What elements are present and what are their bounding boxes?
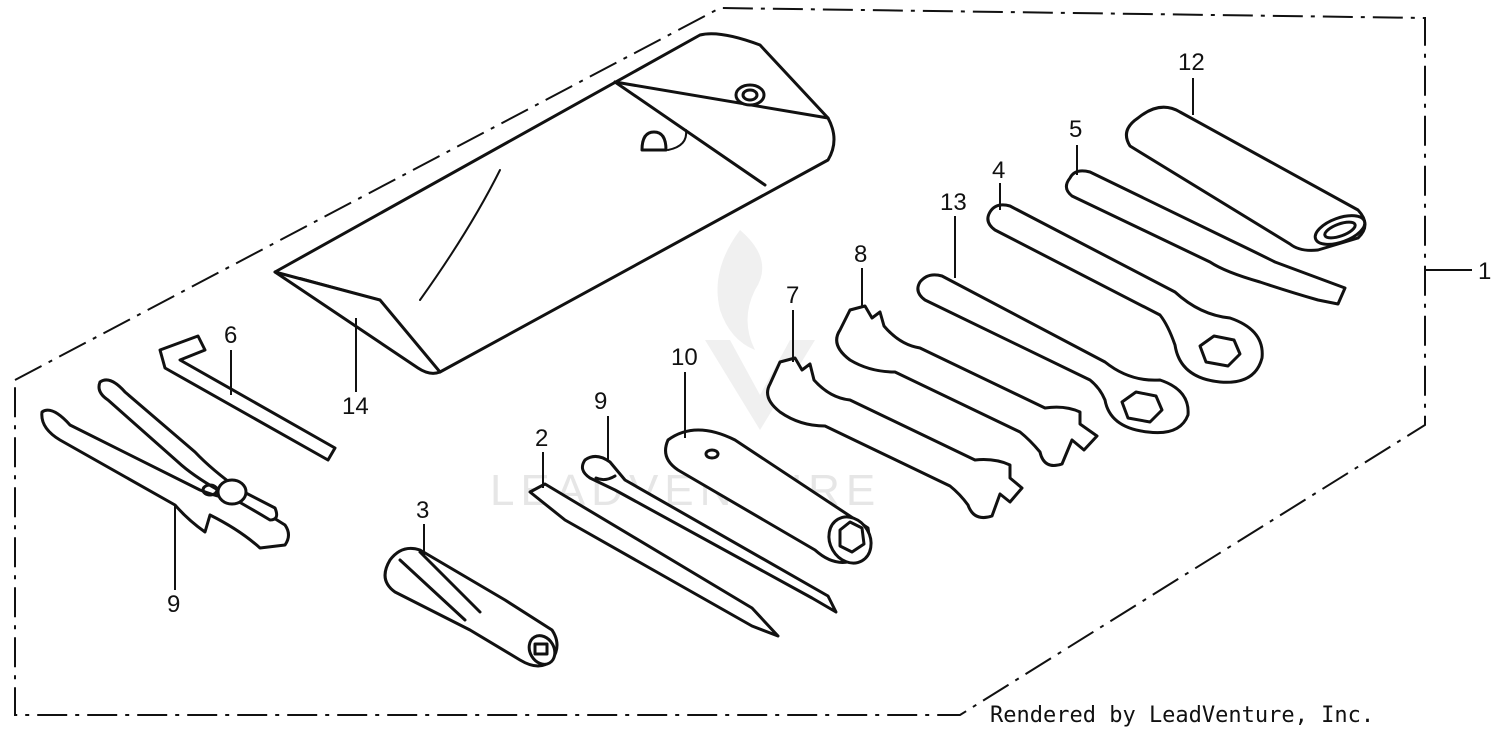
tool-bag [273,32,836,375]
callout-4: 4 [992,157,1005,184]
phillips-bit [580,455,838,614]
open-end-wrench-10x14 [835,304,1099,467]
assembly-boundary [14,6,1426,716]
pliers [40,378,290,550]
open-end-wrench-8x12 [766,356,1024,520]
callout-12: 12 [1178,49,1205,76]
ring-spanner-medium [916,273,1190,435]
wrench-handle [1124,105,1367,252]
flat-bit [528,482,780,638]
screwdriver-handle [383,546,559,668]
callout-6: 6 [224,322,237,349]
callout-11: 10 [671,344,698,371]
callout-10: 9 [594,388,607,415]
callout-1: 1 [1478,258,1491,285]
callout-3: 3 [416,497,429,524]
callout-13: 13 [940,189,967,216]
render-credit: Rendered by LeadVenture, Inc. [990,703,1374,728]
leader-lines [174,78,1472,590]
callout-9: 9 [167,591,180,618]
spark-plug-socket [664,428,873,565]
hex-key [158,334,337,462]
callouts: 1 12 5 4 13 8 7 10 9 2 3 6 14 9 [167,49,1491,618]
callout-7: 7 [786,282,799,309]
callout-14: 14 [342,393,369,420]
callout-8: 8 [854,241,867,268]
ring-spanner-large [986,203,1264,384]
callout-2: 2 [535,425,548,452]
callout-5: 5 [1069,116,1082,143]
pin-spanner [1065,169,1347,306]
